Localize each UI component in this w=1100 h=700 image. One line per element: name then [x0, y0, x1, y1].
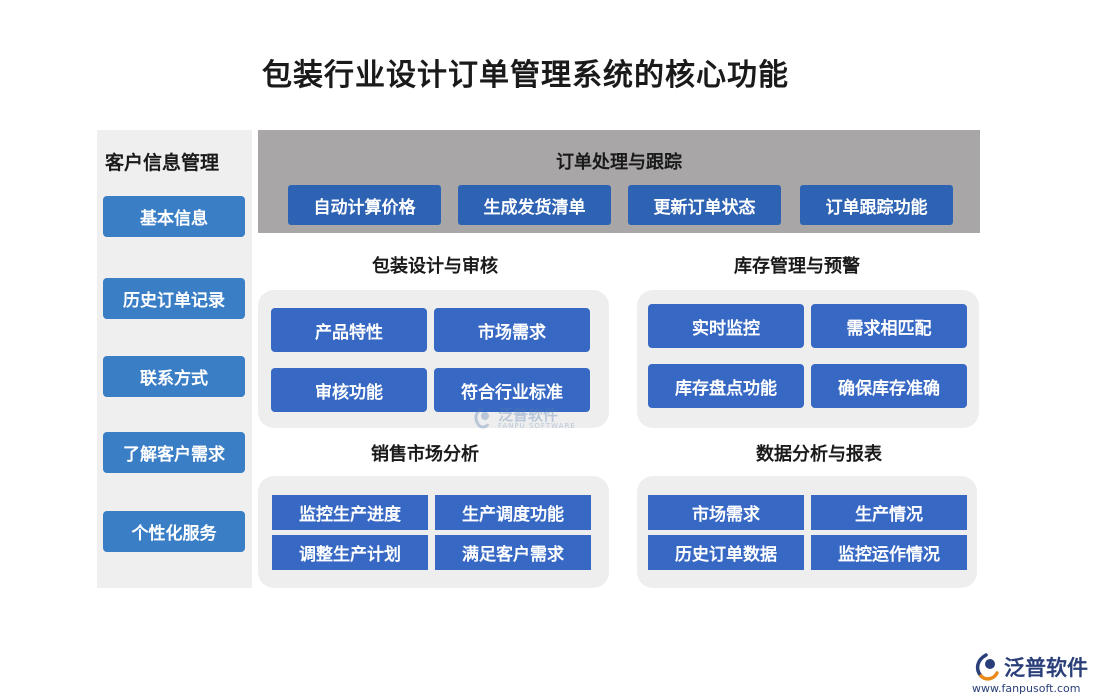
sidebar-item-order-history[interactable]: 历史订单记录 — [103, 278, 245, 319]
brand-name: 泛普软件 — [1004, 656, 1088, 680]
packaging-item-product-features[interactable]: 产品特性 — [271, 308, 427, 352]
inventory-item-stocktake[interactable]: 库存盘点功能 — [648, 364, 804, 408]
order-item-update-status[interactable]: 更新订单状态 — [628, 185, 781, 225]
packaging-item-industry-standard[interactable]: 符合行业标准 — [434, 368, 590, 412]
sidebar-item-basic-info[interactable]: 基本信息 — [103, 196, 245, 237]
order-processing-title: 订单处理与跟踪 — [556, 152, 682, 173]
order-item-tracking[interactable]: 订单跟踪功能 — [800, 185, 953, 225]
packaging-item-market-demand[interactable]: 市场需求 — [434, 308, 590, 352]
reports-item-operations[interactable]: 监控运作情况 — [811, 535, 967, 570]
sidebar-item-contact[interactable]: 联系方式 — [103, 356, 245, 397]
sales-item-customer-needs[interactable]: 满足客户需求 — [435, 535, 591, 570]
sales-item-monitor-progress[interactable]: 监控生产进度 — [272, 495, 428, 530]
watermark-subtext: FANPU SOFTWARE — [498, 422, 576, 430]
inventory-panel: 实时监控 需求相匹配 库存盘点功能 确保库存准确 — [637, 290, 979, 428]
sales-section-title: 销售市场分析 — [371, 444, 479, 465]
reports-panel: 市场需求 生产情况 历史订单数据 监控运作情况 — [637, 476, 977, 588]
inventory-section-title: 库存管理与预警 — [734, 256, 860, 277]
packaging-item-review[interactable]: 审核功能 — [271, 368, 427, 412]
sidebar-title: 客户信息管理 — [105, 152, 220, 174]
packaging-panel: 产品特性 市场需求 审核功能 符合行业标准 — [258, 290, 609, 428]
customer-info-sidebar: 客户信息管理 基本信息 历史订单记录 联系方式 了解客户需求 个性化服务 — [97, 130, 252, 588]
inventory-item-accuracy[interactable]: 确保库存准确 — [811, 364, 967, 408]
order-item-shipping-list[interactable]: 生成发货清单 — [458, 185, 611, 225]
brand-url: www.fanpusoft.com — [972, 682, 1081, 695]
watermark-logo-icon — [474, 406, 490, 429]
watermark: 泛普软件 FANPU SOFTWARE — [470, 404, 590, 434]
packaging-section-title: 包装设计与审核 — [372, 256, 498, 277]
reports-item-order-history-data[interactable]: 历史订单数据 — [648, 535, 804, 570]
sales-item-scheduling[interactable]: 生产调度功能 — [435, 495, 591, 530]
reports-item-production[interactable]: 生产情况 — [811, 495, 967, 530]
sales-panel: 监控生产进度 生产调度功能 调整生产计划 满足客户需求 — [258, 476, 609, 588]
order-item-auto-price[interactable]: 自动计算价格 — [288, 185, 441, 225]
brand-logo: 泛普软件 www.fanpusoft.com — [968, 650, 1093, 695]
reports-item-market-demand[interactable]: 市场需求 — [648, 495, 804, 530]
inventory-item-realtime[interactable]: 实时监控 — [648, 304, 804, 348]
reports-section-title: 数据分析与报表 — [756, 444, 882, 465]
page-title: 包装行业设计订单管理系统的核心功能 — [262, 58, 789, 93]
brand-logo-icon — [975, 653, 999, 681]
sidebar-item-customer-needs[interactable]: 了解客户需求 — [103, 432, 245, 473]
order-processing-band: 订单处理与跟踪 自动计算价格 生成发货清单 更新订单状态 订单跟踪功能 — [258, 130, 980, 233]
watermark-text: 泛普软件 — [498, 406, 559, 424]
sidebar-item-personalized[interactable]: 个性化服务 — [103, 511, 245, 552]
inventory-item-demand-match[interactable]: 需求相匹配 — [811, 304, 967, 348]
sales-item-adjust-plan[interactable]: 调整生产计划 — [272, 535, 428, 570]
